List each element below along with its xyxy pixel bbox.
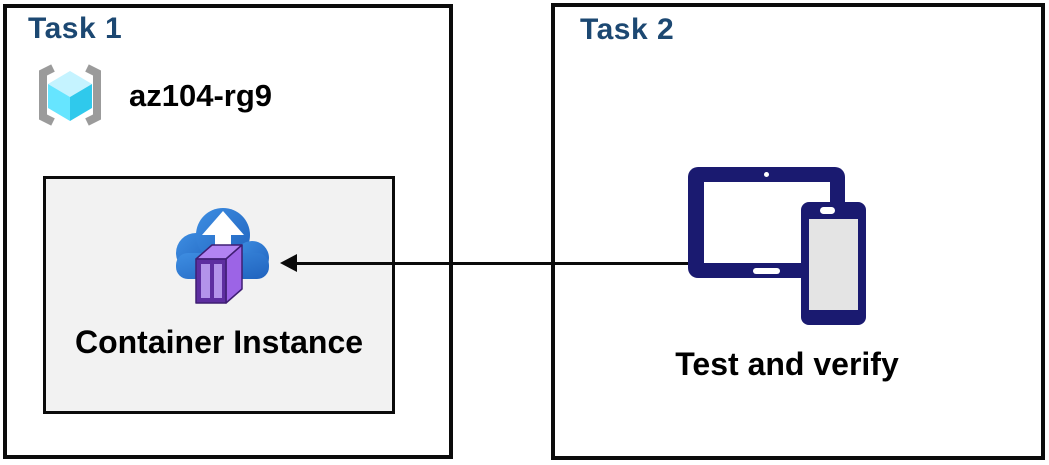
tablet-home-bar — [753, 268, 780, 274]
task2-title: Task 2 — [580, 13, 675, 46]
phone-speaker — [820, 207, 835, 214]
tablet-camera-dot — [764, 172, 769, 177]
container-instance-label: Container Instance — [74, 324, 364, 360]
connector-arrow-line — [294, 262, 688, 265]
container-box — [195, 244, 243, 304]
phone-screen — [809, 219, 858, 310]
container-instance-icon — [176, 208, 269, 304]
resource-group-icon — [39, 64, 101, 126]
resource-group-name: az104-rg9 — [129, 78, 273, 113]
connector-arrow-head-icon — [280, 254, 297, 272]
test-and-verify-label: Test and verify — [675, 346, 899, 382]
task1-title: Task 1 — [28, 12, 123, 45]
